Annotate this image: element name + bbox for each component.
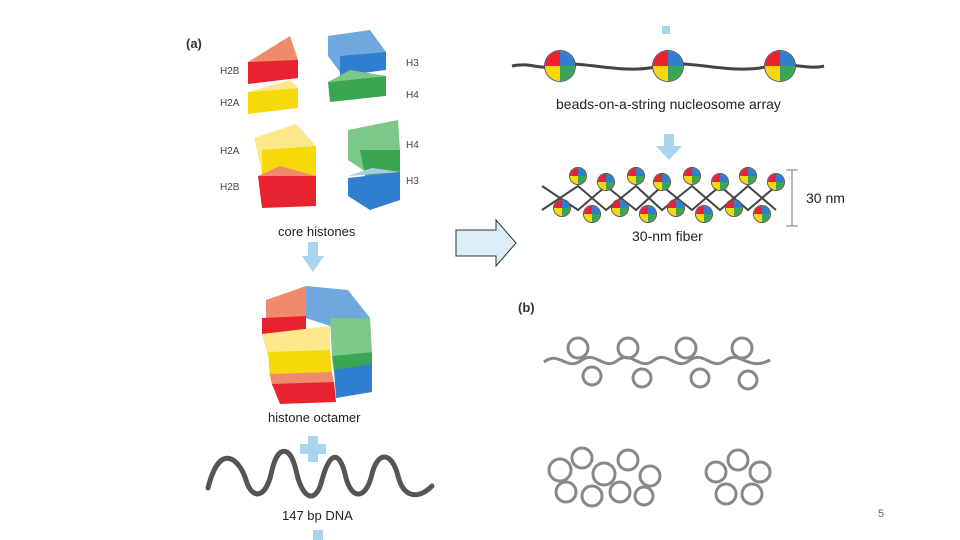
fiber-model-compact-1 bbox=[549, 448, 660, 506]
fiber-model-compact-2 bbox=[706, 450, 770, 504]
page-number: 5 bbox=[878, 508, 884, 520]
fiber-model-extended bbox=[544, 338, 770, 389]
